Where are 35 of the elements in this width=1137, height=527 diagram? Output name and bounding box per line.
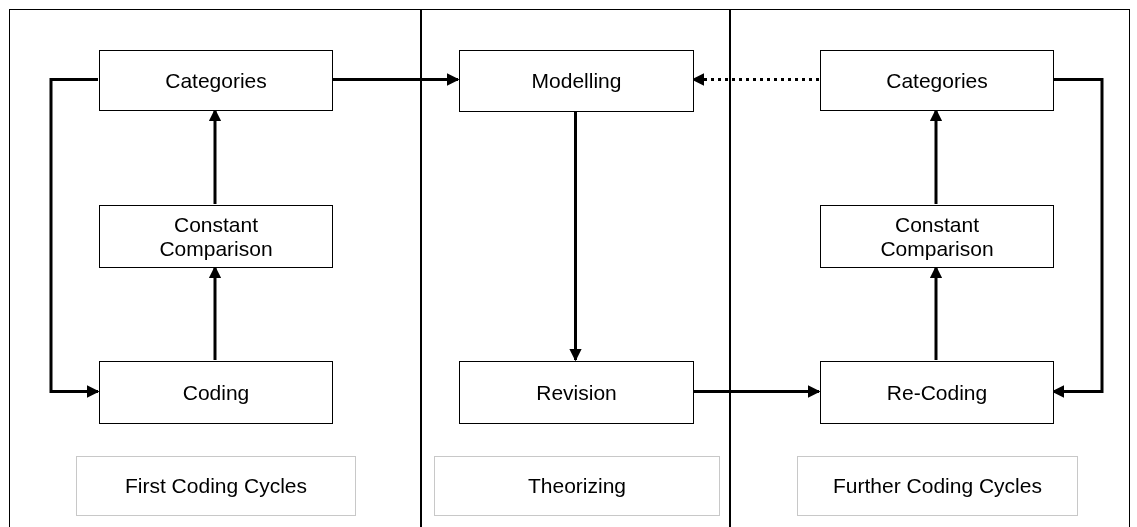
arrow [569, 111, 582, 362]
arrow [49, 78, 100, 398]
stage-panel [9, 9, 421, 527]
process-label: Re-Coding [886, 380, 988, 405]
process-label: Constant Comparison [879, 213, 995, 260]
arrow [208, 108, 222, 204]
stage-label: Further Coding Cycles [833, 474, 1042, 498]
process-box [459, 361, 694, 424]
arrow [208, 265, 222, 360]
stage-panel [421, 9, 730, 527]
arrow [693, 385, 821, 398]
process-label: Revision [536, 380, 617, 405]
process-box [820, 50, 1054, 111]
arrow [332, 73, 460, 86]
arrow [691, 73, 819, 86]
arrow [929, 108, 943, 204]
process-label: Coding [182, 380, 250, 405]
arrow [929, 265, 943, 360]
process-label: Constant Comparison [158, 213, 274, 260]
process-box [459, 50, 694, 112]
arrow [1051, 78, 1104, 398]
process-box [99, 50, 333, 111]
process-box [99, 361, 333, 424]
stage-label-box [434, 456, 720, 516]
stage-label: First Coding Cycles [124, 474, 308, 498]
stage-panel [730, 9, 1130, 527]
stage-label: Theorizing [527, 474, 627, 498]
process-label: Modelling [531, 69, 622, 93]
process-label: Categories [165, 68, 267, 93]
process-box [820, 361, 1054, 424]
stage-label-box [797, 456, 1078, 516]
process-label: Categories [886, 68, 988, 93]
process-box [820, 205, 1054, 268]
process-box [99, 205, 333, 268]
stage-label-box [76, 456, 356, 516]
